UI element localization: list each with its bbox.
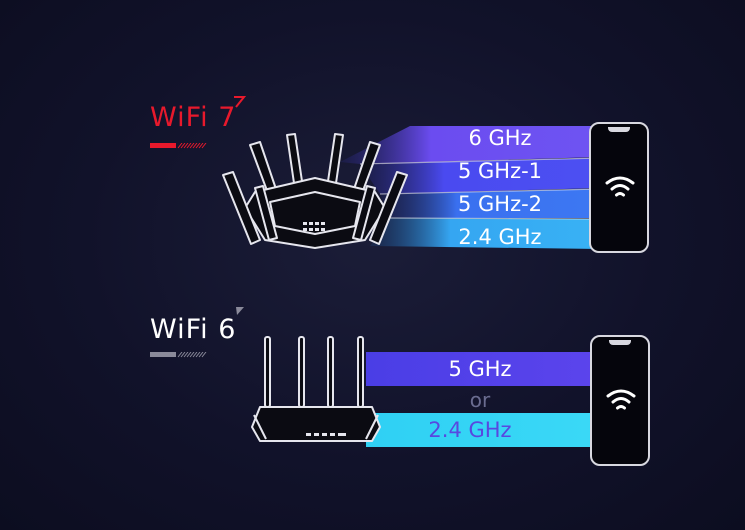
wifi6-band-beam-5ghz: [366, 352, 592, 386]
wifi7-corner-mark-icon: [234, 96, 246, 108]
wifi6-underline: [150, 352, 207, 358]
wifi6-smartphone-icon: [590, 335, 650, 466]
band-beam-5ghz-2: [380, 189, 600, 218]
wifi6-band-beam-2-4ghz: [366, 413, 592, 447]
band-beam-2-4ghz: [370, 218, 600, 249]
phone-notch: [608, 127, 630, 132]
wifi6-corner-mark-icon: [236, 307, 244, 315]
wifi-signal-icon: [606, 389, 636, 410]
wifi7-title: WiFi 7: [150, 104, 236, 131]
wifi7-title-text: WiFi 7: [150, 102, 237, 133]
wifi7-band-5ghz-1: 5 GHz-1: [457, 159, 543, 183]
wifi6-or-separator: or: [469, 388, 491, 412]
wifi7-band-beams: [340, 126, 600, 249]
wifi6-band-5ghz: 5 GHz: [448, 357, 512, 381]
wifi6-band-2-4ghz: 2.4 GHz: [428, 418, 512, 442]
band-beam-6ghz: [340, 126, 600, 164]
wifi7-underline: [150, 143, 207, 149]
wifi7-band-2-4ghz: 2.4 GHz: [458, 225, 542, 249]
wifi6-title-text: WiFi 6: [150, 314, 237, 345]
router-wifi6-icon: [251, 336, 381, 442]
wifi7-band-5ghz-2: 5 GHz-2: [457, 192, 543, 216]
wifi7-smartphone-icon: [589, 122, 649, 253]
phone-notch: [609, 340, 631, 345]
router-wifi7-icon: [222, 133, 408, 249]
wifi-signal-icon: [605, 176, 635, 197]
wifi6-title: WiFi 6: [150, 316, 236, 343]
wifi7-band-6ghz: 6 GHz: [468, 126, 532, 150]
band-beam-5ghz-1: [360, 158, 600, 194]
